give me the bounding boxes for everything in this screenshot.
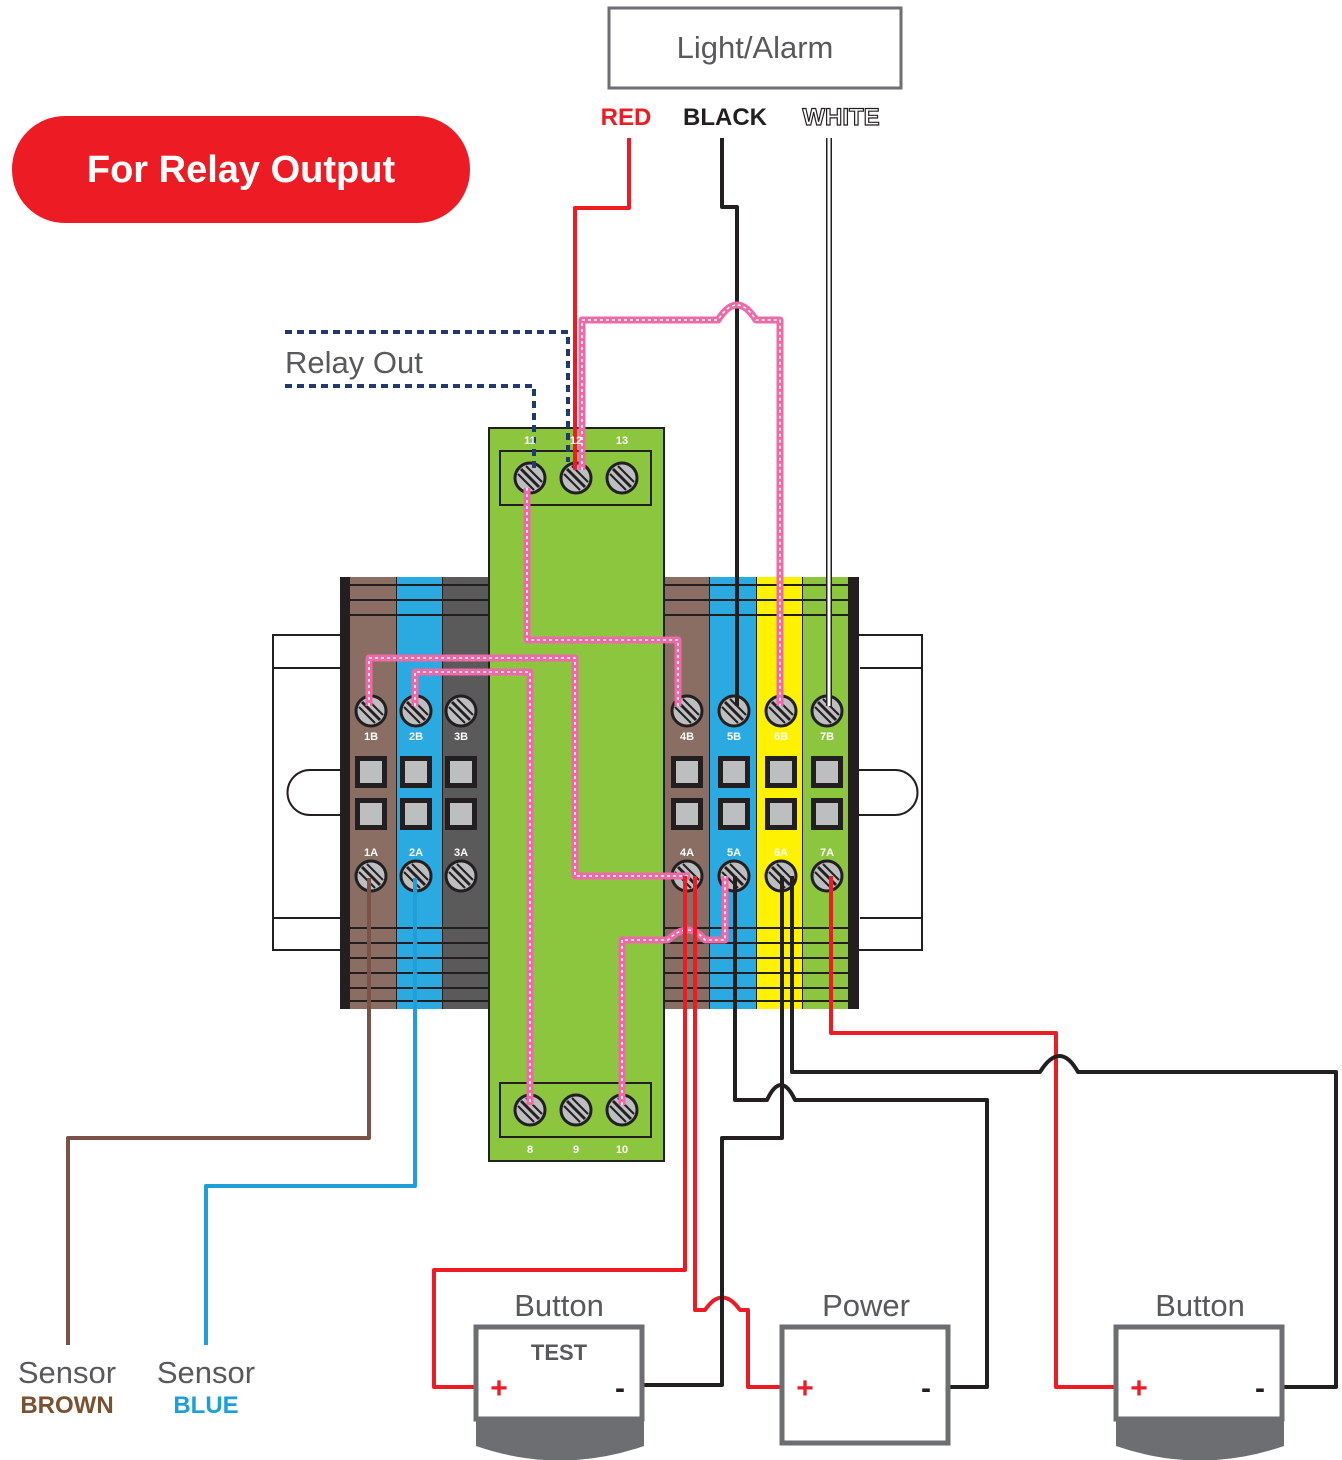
label-1A: 1A bbox=[364, 847, 378, 859]
label-6B: 6B bbox=[774, 731, 788, 743]
test-button-minus-wire bbox=[641, 876, 784, 1387]
label-10: 10 bbox=[616, 1144, 628, 1156]
test-button-plus: + bbox=[490, 1372, 508, 1405]
link-11-4B-stripe bbox=[526, 488, 679, 706]
badge-label: For Relay Output bbox=[87, 149, 396, 191]
terminal-2-blue bbox=[397, 577, 442, 1009]
screws-layer bbox=[354, 461, 844, 1127]
clamp-window bbox=[355, 798, 387, 830]
test-button-inner: TEST bbox=[531, 1340, 588, 1365]
sensor-blue-color: BLUE bbox=[173, 1392, 238, 1419]
label-4A: 4A bbox=[680, 847, 694, 859]
screw-3A bbox=[444, 859, 478, 893]
label-1B: 1B bbox=[364, 731, 378, 743]
link-12-6B-stripe bbox=[581, 304, 781, 706]
screw-13 bbox=[605, 461, 639, 495]
test-button-title: Button bbox=[514, 1288, 604, 1323]
button-title: Button bbox=[1155, 1288, 1245, 1323]
screw-12 bbox=[559, 461, 593, 495]
white-wire-label: WHITE bbox=[802, 104, 879, 131]
relay-out-wire-b bbox=[285, 384, 536, 468]
relay-output-badge: For Relay Output bbox=[12, 116, 470, 223]
test-button-plus-wire bbox=[432, 876, 687, 1389]
label-2B: 2B bbox=[409, 731, 423, 743]
button-minus-wire bbox=[790, 876, 1338, 1389]
clamp-window bbox=[355, 756, 387, 788]
relay-out-label: Relay Out bbox=[285, 345, 423, 380]
label-13: 13 bbox=[616, 435, 628, 447]
button-plus: + bbox=[1130, 1372, 1148, 1405]
power-plus-wire bbox=[693, 876, 784, 1389]
light-alarm-device: Light/Alarm bbox=[607, 6, 903, 90]
terminal-labels-layer: 1B 1A 2B 2A 3B 3A 4B 4A 5B 5A 6B 6A 7B 7A 11 8 12 9 13 10 bbox=[364, 435, 834, 1156]
light-alarm-label: Light/Alarm bbox=[677, 30, 834, 65]
clamp-window bbox=[811, 756, 843, 788]
left-terminal-block bbox=[340, 577, 490, 1009]
terminal-7-green bbox=[803, 577, 848, 1009]
clamp-window bbox=[671, 756, 703, 788]
power-minus: - bbox=[921, 1372, 931, 1405]
sensor-brown-color: BROWN bbox=[20, 1392, 113, 1419]
black-wire-label: BLACK bbox=[683, 104, 768, 131]
label-8: 8 bbox=[527, 1144, 533, 1156]
label-2A: 2A bbox=[409, 847, 423, 859]
label-6A: 6A bbox=[774, 847, 788, 859]
screw-6B bbox=[764, 694, 798, 728]
power-plus: + bbox=[796, 1372, 814, 1405]
screw-7A bbox=[810, 859, 844, 893]
power-title: Power bbox=[822, 1288, 910, 1323]
button-plus-wire bbox=[829, 876, 1116, 1389]
light-red-wire bbox=[573, 138, 631, 470]
label-3A: 3A bbox=[454, 847, 468, 859]
screw-3B bbox=[444, 694, 478, 728]
button-device: Button + - bbox=[1113, 1288, 1285, 1460]
wires-layer bbox=[66, 138, 1338, 1389]
label-12: 12 bbox=[570, 435, 582, 447]
link-1B-4A-stripe bbox=[368, 657, 690, 877]
badge-background bbox=[12, 116, 470, 223]
sensor-blue-title: Sensor bbox=[157, 1355, 255, 1390]
clamp-window bbox=[445, 798, 477, 830]
screw-9 bbox=[559, 1093, 593, 1127]
clamp-window bbox=[765, 756, 797, 788]
test-button-minus: - bbox=[615, 1372, 625, 1405]
red-wire-label: RED bbox=[601, 104, 652, 131]
clamp-window bbox=[811, 798, 843, 830]
light-black-wire bbox=[720, 138, 739, 706]
label-5B: 5B bbox=[727, 731, 741, 743]
clamp-window bbox=[445, 756, 477, 788]
test-button-device: Button TEST + - bbox=[473, 1288, 645, 1460]
clamp-window bbox=[671, 798, 703, 830]
power-minus-wire bbox=[733, 876, 989, 1389]
label-7A: 7A bbox=[820, 847, 834, 859]
screw-8 bbox=[513, 1093, 547, 1127]
button-minus: - bbox=[1255, 1372, 1265, 1405]
sensor-blue-wire bbox=[204, 878, 417, 1345]
link-2B-8-stripe bbox=[414, 671, 531, 1105]
sensor-brown-wire bbox=[66, 878, 371, 1345]
screw-2B bbox=[399, 694, 433, 728]
clamp-window bbox=[765, 798, 797, 830]
label-9: 9 bbox=[573, 1144, 579, 1156]
sensor-brown-title: Sensor bbox=[18, 1355, 116, 1390]
label-5A: 5A bbox=[727, 847, 741, 859]
label-7B: 7B bbox=[820, 731, 834, 743]
link-10-5A-stripe bbox=[621, 876, 726, 1105]
power-device: Power + - bbox=[779, 1288, 951, 1446]
label-3B: 3B bbox=[454, 731, 468, 743]
terminal-3-grey bbox=[443, 577, 488, 1009]
relay-out-wire-a bbox=[285, 330, 570, 462]
label-4B: 4B bbox=[680, 731, 694, 743]
clamp-window bbox=[400, 798, 432, 830]
clamp-window bbox=[718, 798, 750, 830]
terminal-1-brown bbox=[350, 577, 396, 1009]
screw-10 bbox=[605, 1093, 639, 1127]
clamp-window bbox=[400, 756, 432, 788]
label-11: 11 bbox=[524, 435, 536, 447]
clamp-window bbox=[718, 756, 750, 788]
screw-5B bbox=[717, 694, 751, 728]
